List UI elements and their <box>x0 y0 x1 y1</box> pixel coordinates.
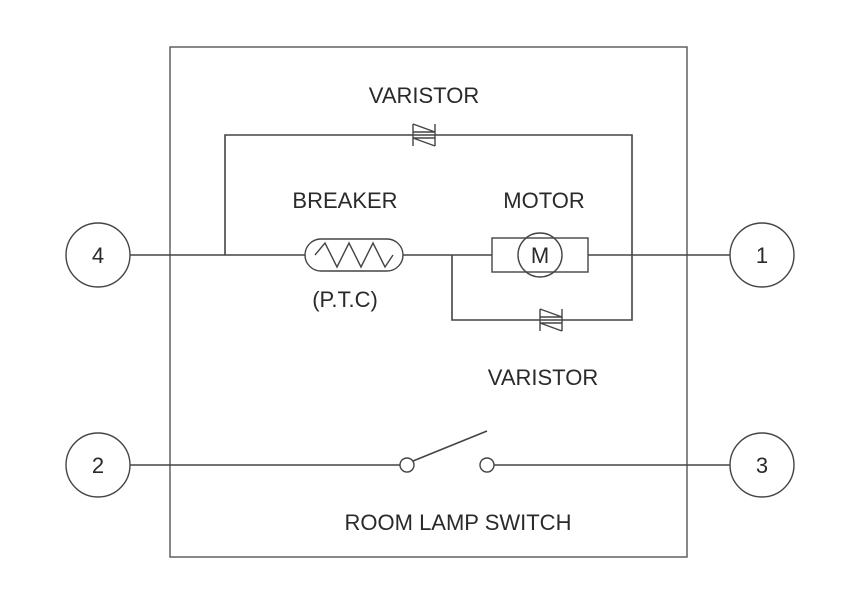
varistor-bottom-icon <box>539 308 563 332</box>
motor-symbol: M <box>531 243 549 268</box>
motor-icon: M <box>491 232 589 278</box>
terminal-2: 2 <box>65 432 131 498</box>
varistor-top-icon <box>412 123 436 147</box>
switch-contact-right <box>479 457 495 473</box>
wire-bottom-loop-left <box>451 255 540 321</box>
terminal-1: 1 <box>729 222 795 288</box>
wire-top-loop-right <box>435 134 633 321</box>
varistor-bottom-label: VARISTOR <box>488 365 598 390</box>
terminal-1-label: 1 <box>756 243 768 268</box>
breaker-ptc-icon <box>304 238 404 272</box>
switch-lever <box>412 430 488 462</box>
wire-top-loop-left <box>224 134 413 255</box>
terminal-2-label: 2 <box>92 453 104 478</box>
motor-label: MOTOR <box>503 188 584 213</box>
room-lamp-switch-label: ROOM LAMP SWITCH <box>345 510 572 535</box>
breaker-sub-label: (P.T.C) <box>312 287 378 312</box>
terminal-4: 4 <box>65 222 131 288</box>
breaker-label: BREAKER <box>292 188 397 213</box>
terminal-3-label: 3 <box>756 453 768 478</box>
varistor-top-label: VARISTOR <box>369 83 479 108</box>
terminal-4-label: 4 <box>92 243 104 268</box>
housing-box <box>169 46 688 558</box>
switch-contact-left <box>399 457 415 473</box>
terminal-3: 3 <box>729 432 795 498</box>
